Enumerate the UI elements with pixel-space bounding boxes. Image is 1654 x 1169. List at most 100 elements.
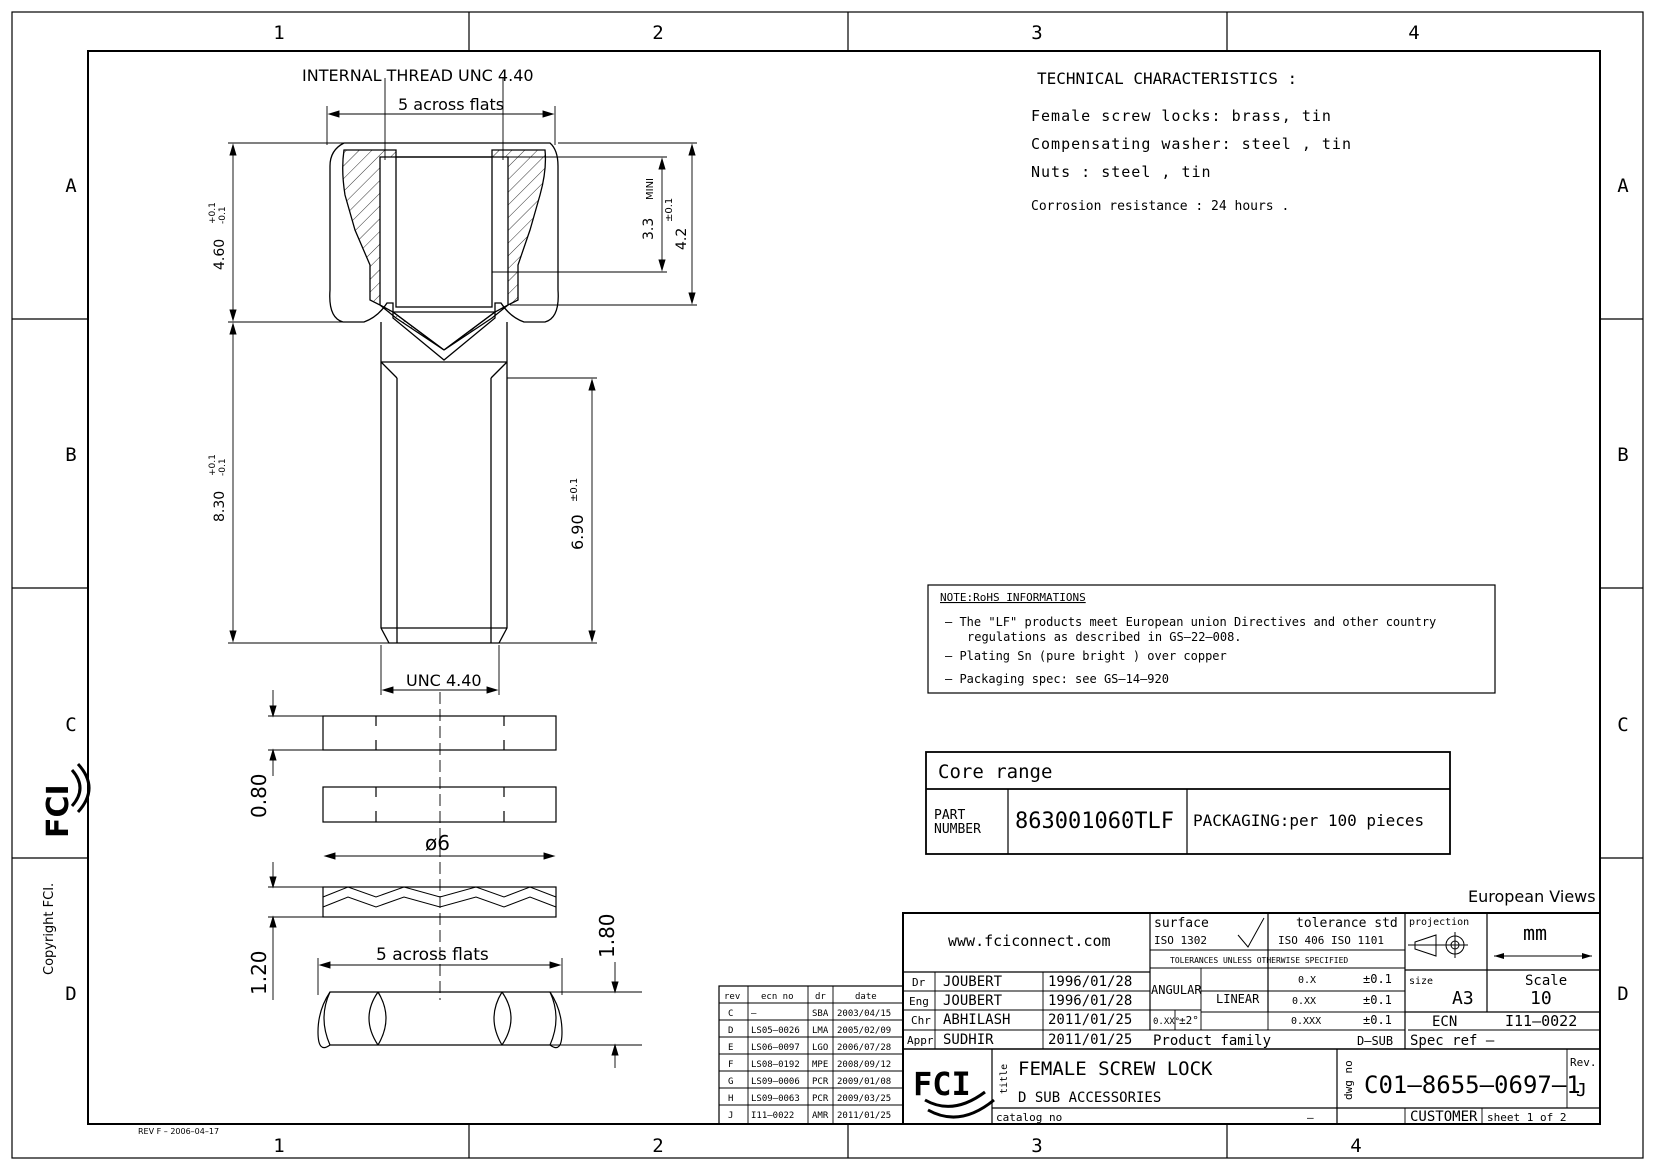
revision-cell: E: [728, 1043, 733, 1053]
ecn-label: ECN: [1432, 1014, 1457, 1030]
revision-cell: LS09–0006: [751, 1077, 800, 1087]
screw-lock-dimension-text: INTERNAL THREAD UNC 4.40 5 across flats …: [208, 66, 690, 690]
zone-col-1-top: 1: [273, 22, 284, 44]
core-range-table: Core range PART NUMBER 863001060TLF PACK…: [925, 751, 1451, 855]
zone-col-4-top: 4: [1408, 22, 1419, 44]
scale-value: 10: [1530, 988, 1552, 1009]
zone-col-3-top: 3: [1031, 22, 1042, 44]
part-number: 863001060TLF: [1015, 809, 1174, 834]
revision-cell: 2011/01/25: [837, 1111, 891, 1121]
revision-cell: 2009/03/25: [837, 1094, 891, 1104]
sig-name-eng: JOUBERT: [943, 993, 1003, 1009]
fci-logo: FCI: [913, 1065, 995, 1119]
rev-header-date: date: [855, 992, 877, 1002]
rohs-note-line-3: – Plating Sn (pure bright ) over copper: [945, 649, 1227, 663]
zone-col-3-bottom: 3: [1031, 1135, 1042, 1157]
catalog-value: –: [1307, 1111, 1314, 1124]
technical-characteristics: TECHNICAL CHARACTERISTICS : Female screw…: [1031, 69, 1352, 214]
across-flats-top-label: 5 across flats: [398, 95, 504, 114]
dim-4-60-tol-plus: +0.1: [208, 202, 218, 224]
fci-logo-text: FCI: [913, 1065, 971, 1103]
dim-4-60-tol-minus: -0.1: [218, 206, 228, 224]
zone-row-c-left: C: [65, 714, 76, 736]
angular-tol-val: ±2°: [1179, 1014, 1199, 1027]
surface-std: ISO 1302: [1154, 934, 1207, 947]
linear-val-1: ±0.1: [1363, 972, 1392, 986]
screw-lock-section: [329, 142, 559, 644]
zone-row-d-right: D: [1617, 983, 1628, 1005]
revision-cell: LGO: [812, 1043, 828, 1053]
tech-title: TECHNICAL CHARACTERISTICS :: [1037, 69, 1297, 88]
washer-and-nut-dimension-text: 0.80 ø6 1.20 5 across flats 1.80: [247, 773, 619, 995]
revision-cell: 2008/09/12: [837, 1060, 891, 1070]
website: www.fciconnect.com: [948, 932, 1111, 950]
projection-symbol-icon: [1408, 932, 1468, 958]
packaging: PACKAGING:per 100 pieces: [1193, 811, 1424, 830]
revision-cell: –: [751, 1009, 757, 1019]
product-family-value: D–SUB: [1357, 1034, 1393, 1048]
zone-row-a-left: A: [65, 175, 77, 197]
zone-col-1-bottom: 1: [273, 1135, 284, 1157]
washer-and-nut-dimensions: [268, 690, 642, 1068]
tolerance-std: ISO 406 ISO 1101: [1278, 934, 1384, 947]
linear-label: LINEAR: [1216, 992, 1260, 1006]
rohs-note-line-2: regulations as described in GS–22–008.: [967, 630, 1242, 644]
sig-role-appr: Appr: [907, 1034, 934, 1047]
linear-key-1: 0.X: [1298, 975, 1316, 986]
sheet-label: sheet 1 of 2: [1487, 1111, 1566, 1124]
sig-date-eng: 1996/01/28: [1048, 993, 1132, 1009]
dwg-label: dwg no: [1342, 1060, 1355, 1100]
revision-cell: 2003/04/15: [837, 1009, 891, 1019]
rev-label: Rev.: [1570, 1056, 1597, 1069]
revision-cell: MPE: [812, 1060, 828, 1070]
title-line-1: FEMALE SCREW LOCK: [1018, 1058, 1213, 1080]
revision-cell: D: [728, 1026, 733, 1036]
surface-label: surface: [1154, 916, 1209, 931]
revision-cell: PCR: [812, 1094, 829, 1104]
unc-bottom-label: UNC 4.40: [406, 671, 482, 690]
catalog-label: catalog no: [996, 1111, 1062, 1124]
title-label: title: [999, 1064, 1010, 1094]
dim-3-3: 3.3: [641, 218, 657, 240]
unit: mm: [1523, 921, 1547, 945]
revision-cell: LMA: [812, 1026, 829, 1036]
revision-cell: G: [728, 1077, 733, 1087]
revision-cell: 2006/07/28: [837, 1043, 891, 1053]
projection-label: projection: [1409, 917, 1469, 928]
scale-label: Scale: [1525, 973, 1567, 989]
dim-mini: MINI: [645, 178, 656, 200]
rev-header-dr: dr: [815, 992, 826, 1002]
revision-cell: LS09–0063: [751, 1094, 800, 1104]
fci-side-logo-text: FCI: [41, 784, 76, 838]
angular-label: ANGULAR: [1151, 983, 1202, 997]
angular-tol-key: 0.XX°: [1153, 1017, 1180, 1027]
sig-date-appr: 2011/01/25: [1048, 1032, 1132, 1048]
dim-1-20: 1.20: [247, 950, 271, 995]
european-views-label: European Views: [1468, 887, 1596, 906]
sig-name-dr: JOUBERT: [943, 974, 1003, 990]
sig-name-chr: ABHILASH: [943, 1012, 1010, 1028]
sig-date-dr: 1996/01/28: [1048, 974, 1132, 990]
linear-val-3: ±0.1: [1363, 1013, 1392, 1027]
sig-role-dr: Dr: [912, 976, 926, 989]
tolerances-note: TOLERANCES UNLESS OTHERWISE SPECIFIED: [1170, 956, 1348, 965]
dim-8-30-tol-minus: -0.1: [218, 458, 228, 476]
zone-row-b-left: B: [65, 444, 76, 466]
zone-col-2-bottom: 2: [652, 1135, 663, 1157]
rev-header-ecn: ecn no: [761, 992, 794, 1002]
product-family-label: Product family: [1153, 1033, 1271, 1049]
copyright-text: Copyright FCI.: [42, 883, 57, 975]
revision-cell: AMR: [812, 1111, 829, 1121]
dim-3-3-tol: ±0.1: [664, 198, 675, 222]
tech-line-2: Compensating washer: steel , tin: [1031, 135, 1352, 153]
revision-cell: J: [728, 1111, 733, 1121]
linear-val-2: ±0.1: [1363, 993, 1392, 1007]
revision-cell: SBA: [812, 1009, 829, 1019]
revision-cell: LS06–0097: [751, 1043, 800, 1053]
dim-8-30-tol-plus: +0.1: [208, 454, 218, 476]
revision-cell: H: [728, 1094, 733, 1104]
rev-value: J: [1576, 1080, 1587, 1101]
fci-side-logo: FCI: [41, 762, 91, 838]
